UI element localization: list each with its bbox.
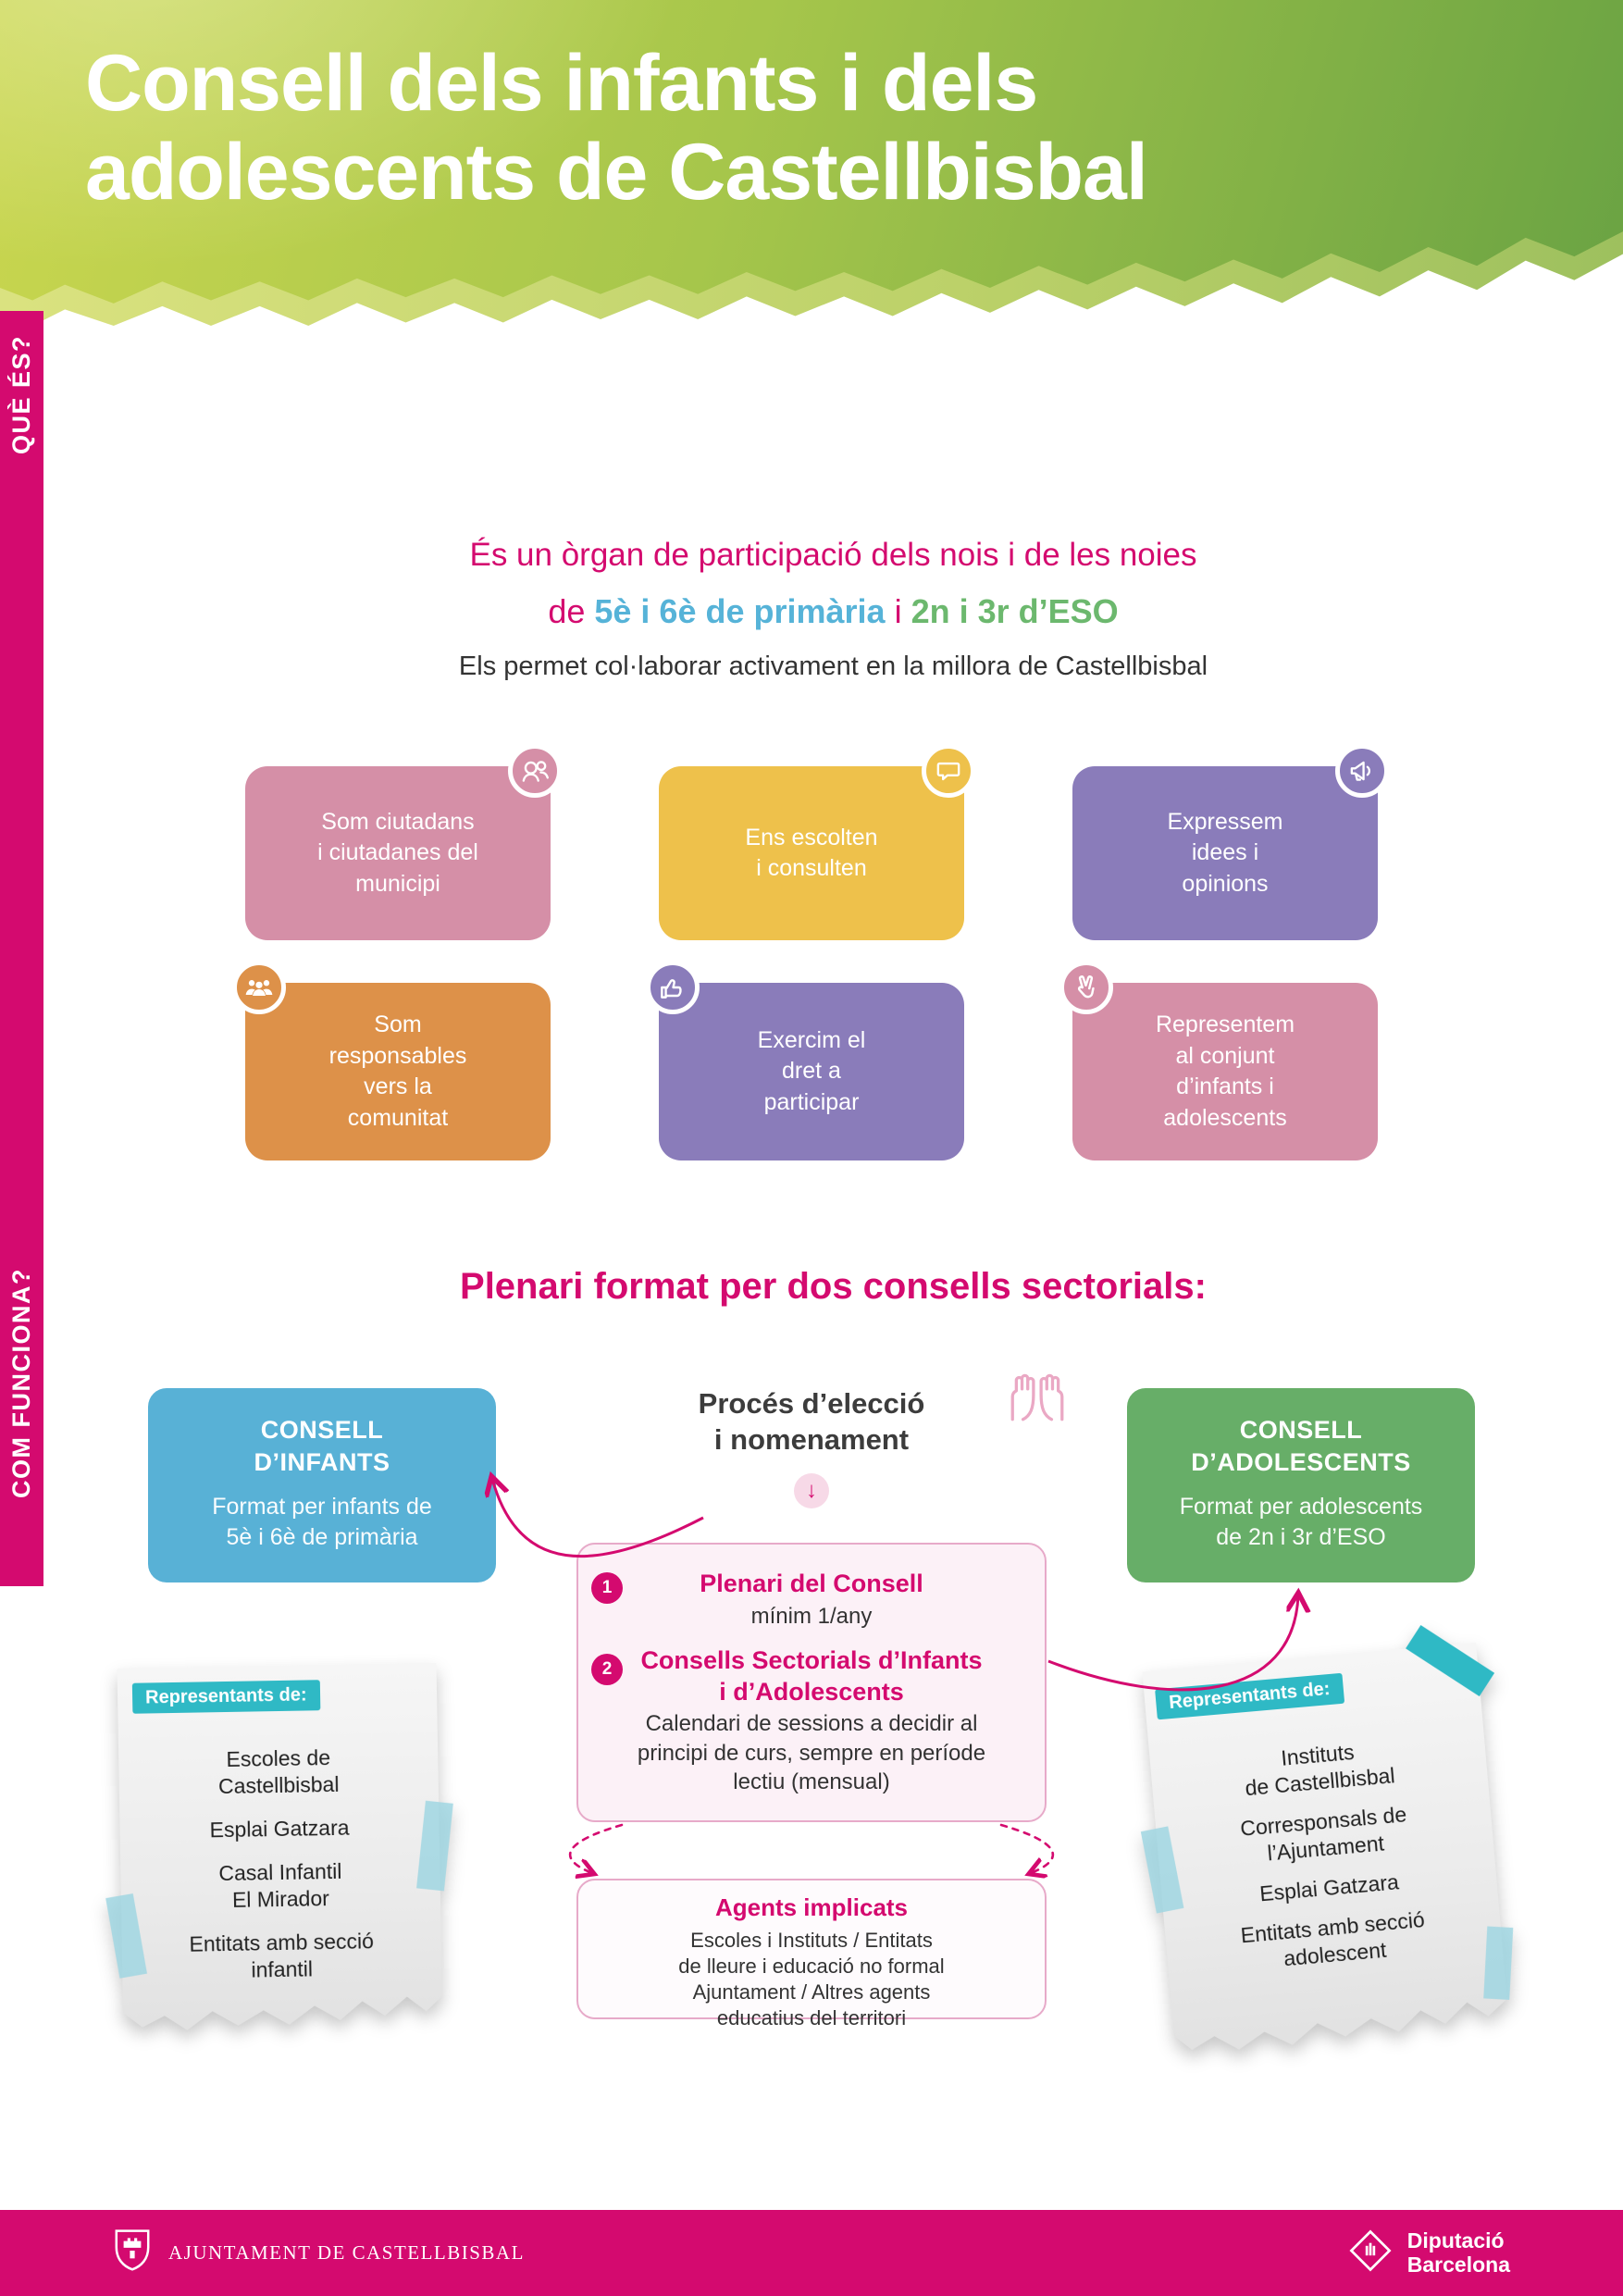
section-title-plenari: Plenari format per dos consells sectoria… xyxy=(460,1266,1207,1307)
sidebar-label-que-es: QUÈ ÉS? xyxy=(7,335,35,455)
card-text: Som ciutadans i ciutadanes del municipi xyxy=(317,808,478,897)
intro-subheading: Els permet col·laborar activament en la … xyxy=(458,652,1208,681)
raised-hands-icon xyxy=(1005,1366,1070,1423)
intro-heading: És un òrgan de participació dels nois i … xyxy=(469,537,1197,573)
note-item: Escoles de Castellbisbal xyxy=(217,1745,340,1799)
tape-icon xyxy=(1483,1926,1514,2000)
card-text: Expressem idees i opinions xyxy=(1167,808,1283,897)
card-exercim-dret: Exercim el dret a participar xyxy=(646,961,964,1160)
intro-i: i xyxy=(894,592,902,630)
castle-shield-icon xyxy=(113,2228,152,2277)
note-representants-adolescents: Representants de: Instituts de Castellbi… xyxy=(1140,1625,1514,2059)
note-item: Casal Infantil El Mirador xyxy=(218,1858,342,1912)
dashed-arrow-right xyxy=(999,1823,1055,1873)
card-text: Ens escolten i consulten xyxy=(745,824,878,882)
header: Consell dels infants i dels adolescents … xyxy=(0,0,1623,304)
diputacio-diamond-icon xyxy=(1346,2227,1394,2279)
note-label: Representants de: xyxy=(131,1680,320,1714)
note-item: Entitats amb secció infantil xyxy=(189,1929,375,1982)
card-expressem-idees: Expressem idees i opinions xyxy=(1072,744,1389,940)
intro-section: És un òrgan de participació dels nois i … xyxy=(43,537,1623,682)
agents-box: Agents implicats Escoles i Instituts / E… xyxy=(576,1879,1047,2029)
sidebar-label-com-funciona: COM FUNCIONA? xyxy=(7,1268,35,1498)
consell-adolescents-title: CONSELL D’ADOLESCENTS xyxy=(1191,1416,1411,1477)
citizens-icon xyxy=(508,744,562,798)
step-2-title: Consells Sectorials d’Infants i d’Adoles… xyxy=(640,1645,983,1706)
diputacio-logo: Diputació Barcelona xyxy=(1346,2227,1510,2279)
process-title: Procés d’elecció i nomenament xyxy=(698,1387,925,1456)
note-item: Entitats amb secció adolescent xyxy=(1239,1906,1426,1971)
plenari-box: 1 2 Plenari del Consell mínim 1/any Cons… xyxy=(576,1543,1047,1822)
note-item: Corresponsals de l’Ajuntament xyxy=(1239,1802,1408,1866)
page-title-line1: Consell dels infants i dels xyxy=(85,39,1038,128)
diputacio-line2: Barcelona xyxy=(1406,2252,1510,2277)
step-1-badge: 1 xyxy=(591,1572,623,1604)
note-items: Escoles de Castellbisbal Esplai Gatzara … xyxy=(128,1743,433,2002)
megaphone-icon xyxy=(1335,744,1389,798)
card-som-responsables: Som responsables vers la comunitat xyxy=(232,961,551,1160)
step-1-detail: mínim 1/any xyxy=(750,1603,873,1629)
victory-hand-icon xyxy=(1059,961,1113,1014)
note-items: Instituts de Castellbisbal Corresponsals… xyxy=(1158,1729,1494,1995)
intro-de: de xyxy=(548,592,586,630)
consell-infants-title: CONSELL D’INFANTS xyxy=(254,1416,390,1477)
down-arrow-glyph: ↓ xyxy=(806,1478,817,1503)
section-sidebar: QUÈ ÉS? COM FUNCIONA? xyxy=(0,311,43,1586)
card-text: Representem al conjunt d’infants i adole… xyxy=(1155,1011,1295,1131)
card-text: Exercim el dret a participar xyxy=(757,1026,866,1115)
dashed-arrow-left xyxy=(568,1823,624,1873)
step-1-title: Plenari del Consell xyxy=(700,1570,923,1597)
card-representem: Representem al conjunt d’infants i adole… xyxy=(1059,961,1378,1160)
step-2-detail: Calendari de sessions a decidir al princ… xyxy=(637,1711,986,1794)
community-icon xyxy=(232,961,286,1014)
card-som-ciutadans: Som ciutadans i ciutadanes del municipi xyxy=(245,744,562,940)
card-text: Som responsables vers la comunitat xyxy=(328,1011,467,1131)
note-representants-infants: Representants de: Escoles de Castellbisb… xyxy=(105,1663,453,2039)
intro-primaria: 5è i 6è de primària xyxy=(594,592,886,630)
diputacio-line1: Diputació xyxy=(1406,2228,1505,2253)
page-title-line2: adolescents de Castellbisbal xyxy=(85,128,1148,217)
diputacio-label: Diputació Barcelona xyxy=(1406,2228,1510,2277)
thumbs-up-icon xyxy=(646,961,700,1014)
ajuntament-label: AJUNTAMENT DE CASTELLBISBAL xyxy=(168,2241,525,2264)
speech-bubble-icon xyxy=(922,744,975,798)
intro-eso: 2n i 3r d’ESO xyxy=(911,592,1119,630)
agents-detail: Escoles i Instituts / Entitats de lleure… xyxy=(678,1929,945,2030)
consell-infants-box: CONSELL D’INFANTS Format per infants de … xyxy=(148,1388,496,1582)
consell-adolescents-box: CONSELL D’ADOLESCENTS Format per adolesc… xyxy=(1127,1388,1475,1582)
page-title: Consell dels infants i dels adolescents … xyxy=(0,0,1623,217)
intro-grades: de 5è i 6è de primària i 2n i 3r d’ESO xyxy=(43,592,1623,631)
step-2-badge: 2 xyxy=(591,1654,623,1685)
ajuntament-logo: AJUNTAMENT DE CASTELLBISBAL xyxy=(113,2228,525,2277)
down-arrow-icon: ↓ xyxy=(794,1473,829,1508)
consell-adolescents-subtitle: Format per adolescents de 2n i 3r d’ESO xyxy=(1179,1494,1423,1550)
agents-title: Agents implicats xyxy=(714,1893,909,1921)
footer: AJUNTAMENT DE CASTELLBISBAL Diputació Ba… xyxy=(0,2210,1623,2296)
note-item: Esplai Gatzara xyxy=(209,1815,350,1843)
card-ens-escolten: Ens escolten i consulten xyxy=(659,744,975,940)
consell-infants-subtitle: Format per infants de 5è i 6è de primàri… xyxy=(212,1494,432,1550)
